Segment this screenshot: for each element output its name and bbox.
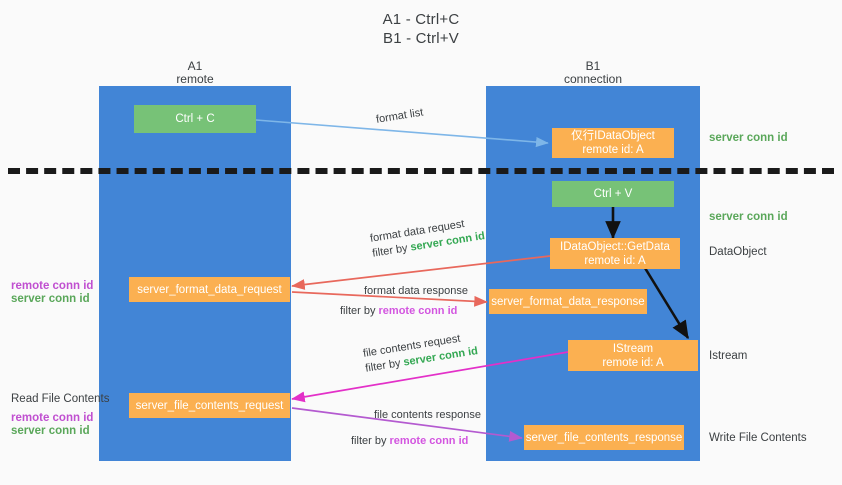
- node-ctrl-c[interactable]: Ctrl + C: [134, 105, 256, 133]
- node-server-format-data-response-label: server_format_data_response: [491, 295, 645, 308]
- edge-label-format-data-request: format data request filter by server con…: [369, 214, 486, 261]
- left-label-server-conn-id-2: server conn id: [11, 425, 90, 437]
- edge-label-format-data-response-filter: filter by remote conn id: [340, 305, 458, 317]
- column-header-b1-name: B1: [585, 59, 601, 73]
- node-getdata-subtitle: remote id: A: [584, 254, 646, 267]
- node-server-file-contents-request[interactable]: server_file_contents_request: [129, 393, 290, 418]
- node-server-format-data-response[interactable]: server_format_data_response: [489, 289, 647, 314]
- node-idataobject[interactable]: 仅行IDataObject remote id: A: [552, 128, 674, 158]
- node-server-format-data-request-label: server_format_data_request: [137, 283, 282, 296]
- node-ctrl-v[interactable]: Ctrl + V: [552, 181, 674, 207]
- left-label-read-file-contents: Read File Contents: [11, 393, 110, 405]
- edge-label-format-data-response: format data response: [364, 284, 468, 299]
- page-title: A1 - Ctrl+C B1 - Ctrl+V: [0, 10, 842, 48]
- node-server-file-contents-request-label: server_file_contents_request: [135, 399, 284, 412]
- node-istream-subtitle: remote id: A: [602, 356, 664, 369]
- right-label-istream: Istream: [709, 350, 748, 362]
- dashed-divider: [8, 168, 834, 174]
- column-header-a1-subtitle: remote: [176, 72, 214, 86]
- column-header-b1-subtitle: connection: [563, 72, 623, 86]
- right-label-server-conn-id-2: server conn id: [709, 211, 788, 223]
- right-label-server-conn-id-1: server conn id: [709, 132, 788, 144]
- node-ctrl-v-label: Ctrl + V: [593, 188, 633, 200]
- node-ctrl-c-label: Ctrl + C: [175, 113, 215, 125]
- filter-value-remote-conn-id-2: remote conn id: [389, 435, 469, 447]
- node-server-file-contents-response-label: server_file_contents_response: [525, 431, 683, 444]
- edge-label-file-contents-request: file contents request filter by server c…: [362, 329, 479, 376]
- node-server-file-contents-response[interactable]: server_file_contents_response: [524, 425, 684, 450]
- node-istream[interactable]: IStream remote id: A: [568, 340, 698, 371]
- edge-label-file-contents-response-filter: filter by remote conn id: [351, 435, 469, 447]
- right-label-dataobject: DataObject: [709, 246, 767, 258]
- title-line-2: B1 - Ctrl+V: [383, 30, 459, 47]
- filter-value-remote-conn-id: remote conn id: [378, 305, 458, 317]
- edge-label-file-contents-response-main: file contents response: [374, 409, 482, 421]
- column-header-a1-name: A1: [187, 59, 203, 73]
- left-label-server-conn-id-1: server conn id: [11, 293, 90, 305]
- node-idataobject-getdata[interactable]: IDataObject::GetData remote id: A: [550, 238, 680, 269]
- right-label-write-file-contents: Write File Contents: [709, 432, 807, 444]
- edge-label-format-list: format list: [375, 106, 425, 126]
- column-header-a1: A1 remote: [95, 60, 295, 86]
- node-istream-title: IStream: [612, 342, 654, 355]
- edge-label-file-contents-response: file contents response: [374, 408, 481, 423]
- node-idataobject-title: 仅行IDataObject: [571, 130, 655, 142]
- left-label-remote-conn-id-2: remote conn id: [11, 412, 94, 424]
- edge-label-format-data-response-main: format data response: [364, 285, 468, 297]
- node-idataobject-subtitle: remote id: A: [582, 144, 644, 156]
- column-header-b1: B1 connection: [493, 60, 693, 86]
- left-label-remote-conn-id-1: remote conn id: [11, 280, 94, 292]
- node-getdata-title: IDataObject::GetData: [560, 240, 670, 253]
- title-line-1: A1 - Ctrl+C: [382, 11, 460, 28]
- node-server-format-data-request[interactable]: server_format_data_request: [129, 277, 290, 302]
